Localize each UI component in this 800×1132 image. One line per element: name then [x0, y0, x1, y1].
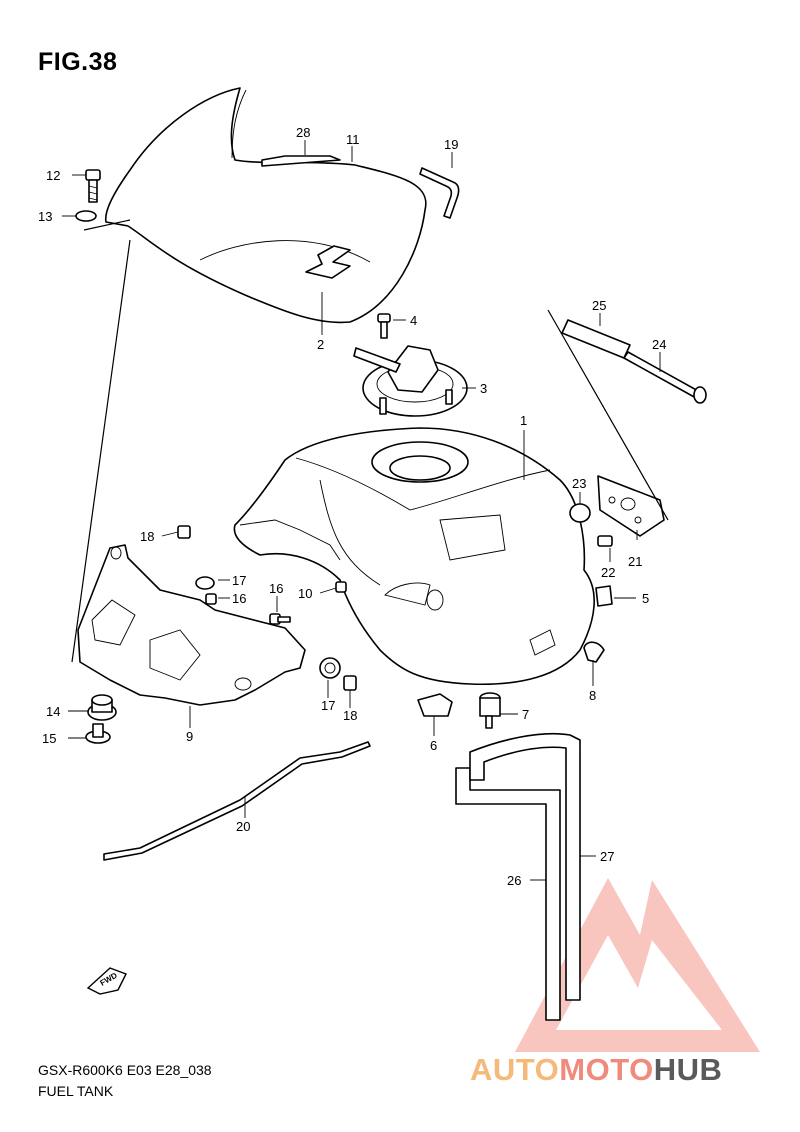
rod-part-20: [103, 741, 371, 861]
bolt-part-10: [335, 581, 347, 593]
callout-leaders: [62, 140, 661, 881]
callout-27: 27: [600, 849, 614, 864]
clip-part-18b: [343, 675, 357, 691]
watermark-text: AUTOMOTOHUB: [470, 1052, 722, 1087]
callout-2: 2: [317, 337, 324, 352]
svg-text:AUTOMOTOHUB: AUTOMOTOHUB: [470, 1052, 722, 1087]
callout-28: 28: [296, 125, 310, 140]
callout-7: 7: [522, 707, 529, 722]
callout-1: 1: [520, 413, 527, 428]
callout-19: 19: [444, 137, 458, 152]
bolt-part-16b: [269, 613, 291, 625]
callout-17b: 17: [321, 698, 335, 713]
clip-part-6: [417, 693, 453, 717]
bolt-part-16a: [205, 593, 217, 605]
hose-part-27: [469, 732, 581, 1001]
bolt-part-12: [85, 169, 101, 203]
callout-15: 15: [42, 731, 56, 746]
fuel-tank-cover: [104, 87, 427, 324]
watermark-auto: AUTO: [470, 1052, 559, 1087]
clip-part-18a: [177, 525, 191, 539]
bolt-part-24: [623, 351, 707, 404]
screw-part-22: [597, 535, 613, 547]
callout-4: 4: [410, 313, 417, 328]
figure-title: FIG.38: [38, 48, 118, 76]
callout-22: 22: [601, 565, 615, 580]
callout-12: 12: [46, 168, 60, 183]
watermark-logo: [515, 878, 760, 1052]
callout-16a: 16: [232, 591, 246, 606]
grommet-part-17b: [319, 657, 341, 679]
callout-labels: 1 2 3 4 5 6 7 8 9 10 11 12 13 14 15 16 1…: [38, 125, 666, 888]
callout-9: 9: [186, 729, 193, 744]
watermark-hub: HUB: [654, 1052, 723, 1087]
valve-part-7: [479, 692, 501, 729]
plate-part-21: [597, 475, 665, 537]
callout-6: 6: [430, 738, 437, 753]
callout-23: 23: [572, 476, 586, 491]
section-name: FUEL TANK: [38, 1083, 114, 1099]
callout-20: 20: [236, 819, 250, 834]
callout-3: 3: [480, 381, 487, 396]
callout-17a: 17: [232, 573, 246, 588]
callout-10: 10: [298, 586, 312, 601]
washer-part-13: [75, 210, 97, 222]
filler-cap-part-3: [353, 345, 468, 417]
callout-18a: 18: [140, 529, 154, 544]
callout-14: 14: [46, 704, 60, 719]
callout-13: 13: [38, 209, 52, 224]
model-code: GSX-R600K6 E03 E28_038: [38, 1062, 212, 1078]
callout-5: 5: [642, 591, 649, 606]
callout-26: 26: [507, 873, 521, 888]
fuel-tank-part-1: [233, 427, 595, 686]
bolt-part-4: [377, 313, 391, 339]
rubber-cushion-part-14: [87, 694, 117, 721]
collar-part-15: [85, 723, 111, 744]
forward-arrow-icon: FWD: [86, 967, 127, 995]
callout-16b: 16: [269, 581, 283, 596]
grommet-part-17a: [195, 576, 215, 590]
cushion-part-5: [595, 585, 613, 607]
callout-18b: 18: [343, 708, 357, 723]
callout-25: 25: [592, 298, 606, 313]
bracket-part-9: [77, 544, 306, 706]
callout-24: 24: [652, 337, 666, 352]
callout-21: 21: [628, 554, 642, 569]
hose-part-19: [419, 167, 460, 219]
hose-part-26: [455, 767, 561, 1021]
callout-11: 11: [346, 132, 360, 147]
cap-part-8: [583, 641, 605, 663]
nut-part-23: [569, 503, 591, 523]
watermark-triangle-inner-icon: [556, 935, 722, 1030]
callout-8: 8: [589, 688, 596, 703]
watermark-moto: MOTO: [559, 1052, 653, 1087]
